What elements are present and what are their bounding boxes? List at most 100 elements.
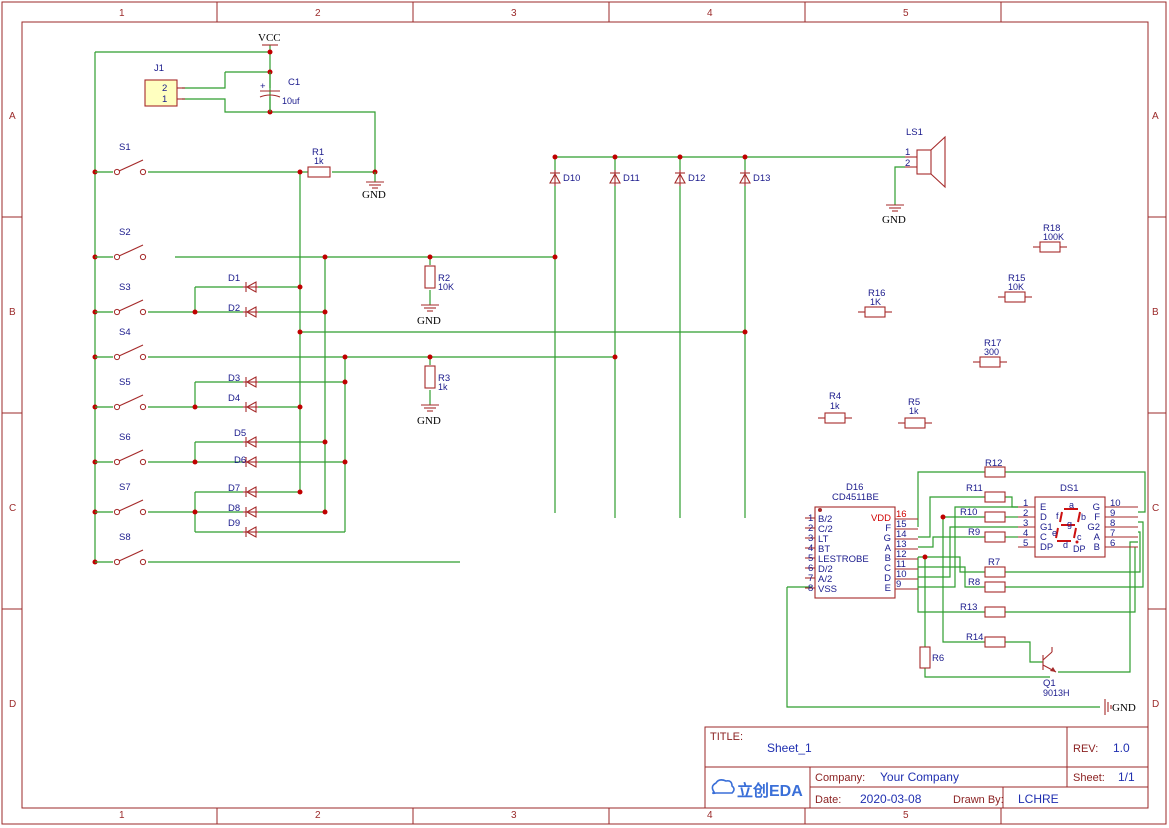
vcc-label: VCC xyxy=(258,32,281,44)
ds1-ref: DS1 xyxy=(1060,483,1078,494)
diode-d11: D11 xyxy=(609,170,640,186)
row-label: C xyxy=(1152,503,1159,514)
switch-s5: S5 xyxy=(95,377,147,411)
ds-pin-number: 2 xyxy=(1023,508,1028,519)
row-label: C xyxy=(9,503,16,514)
company-label: Company: xyxy=(815,772,865,784)
ic-pin-name: LESTROBE xyxy=(818,554,869,565)
ds-pin-name: A xyxy=(1094,532,1101,543)
ds-pin-name: B xyxy=(1094,542,1100,553)
switch-ref: S5 xyxy=(119,377,131,388)
seg-e-label: e xyxy=(1052,528,1057,538)
col-label: 4 xyxy=(707,8,713,19)
ic-pin-name: C/2 xyxy=(818,524,833,535)
diode-d13: D13 xyxy=(739,170,770,186)
ic-pin-name: G xyxy=(884,533,891,544)
resistor-r16: R16 1K xyxy=(858,288,892,318)
ic-pin-name: D xyxy=(884,573,891,584)
ds-pin-name: G xyxy=(1093,502,1100,513)
ic-pin-number: 2 xyxy=(808,523,813,534)
top-diodes: D10 D11 D12 D13 xyxy=(549,170,770,186)
ic-pin-number: 16 xyxy=(896,509,907,520)
r3-ref: R3 xyxy=(438,373,450,384)
r7-ref: R7 xyxy=(988,557,1000,568)
resistor-r17: R17 300 xyxy=(973,338,1007,368)
rev-label: REV: xyxy=(1073,743,1098,755)
d16-ref: D16 xyxy=(846,482,863,493)
r16-value: 1K xyxy=(870,297,881,307)
sheet-label: Sheet: xyxy=(1073,772,1105,784)
ds-pin-number: 8 xyxy=(1110,518,1115,529)
sheet-title: Sheet_1 xyxy=(767,741,812,755)
resistor-r3: R3 1k xyxy=(424,365,450,392)
resistor-r10: R10 xyxy=(960,507,1006,523)
ic-pin-number: 12 xyxy=(896,549,907,560)
ic-pin-number: 4 xyxy=(808,543,813,554)
diode-ref: D10 xyxy=(563,173,580,184)
diode-ref: D8 xyxy=(228,503,240,514)
col-label: 1 xyxy=(119,810,125,821)
ic-pin-name: B/2 xyxy=(818,514,832,525)
junctions xyxy=(92,49,946,565)
row-label: A xyxy=(9,111,16,122)
switch-ref: S6 xyxy=(119,432,131,443)
diode-d3: D3 xyxy=(228,373,258,388)
lceda-logo: 立创EDA xyxy=(711,779,803,800)
diode-ref: D5 xyxy=(234,428,246,439)
col-label: 5 xyxy=(903,8,909,19)
capacitor-c1: C1 10uf + xyxy=(259,72,300,112)
r6-ref: R6 xyxy=(932,653,944,664)
ic-pin-name: A/2 xyxy=(818,574,832,585)
r2-ref: R2 xyxy=(438,273,450,284)
ls1-pin2: 2 xyxy=(905,158,910,169)
row-label: A xyxy=(1152,111,1159,122)
seg-g-label: g xyxy=(1067,519,1072,529)
ls1-pin1: 1 xyxy=(905,147,910,158)
r3-value: 1k xyxy=(438,382,448,392)
diode-d8: D8 xyxy=(228,503,258,518)
r18-value: 100K xyxy=(1043,232,1064,242)
ic-pin-name: VSS xyxy=(818,584,837,595)
resistor-r8: R8 xyxy=(968,577,1006,593)
ds-pin-number: 9 xyxy=(1110,508,1115,519)
seg-dp-label: DP xyxy=(1073,544,1086,554)
r11-ref: R11 xyxy=(966,483,983,494)
logo-text: 立创EDA xyxy=(737,781,803,800)
transistor-q1: Q1 9013H xyxy=(1042,647,1070,698)
ic-pin-name: B xyxy=(885,553,891,564)
diode-ref: D11 xyxy=(623,173,640,184)
ds-pin-number: 6 xyxy=(1110,538,1115,549)
gnd-label: GND xyxy=(417,315,441,327)
ls1-ref: LS1 xyxy=(906,127,923,138)
r5-value: 1k xyxy=(909,406,919,416)
switch-s6: S6 xyxy=(95,432,147,466)
diode-d12: D12 xyxy=(674,170,705,186)
switch-s8: S8 xyxy=(95,532,147,566)
diode-ref: D9 xyxy=(228,518,240,529)
r1-value: 1k xyxy=(314,156,324,166)
diode-d7: D7 xyxy=(228,483,258,498)
ds-pin-number: 4 xyxy=(1023,528,1028,539)
gnd-label: GND xyxy=(1112,702,1136,714)
ic-pin-number: 1 xyxy=(808,513,813,524)
col-label: 2 xyxy=(315,810,321,821)
r17-ref: R17 xyxy=(984,338,1001,349)
title-block: TITLE: Sheet_1 REV: 1.0 Company: Your Co… xyxy=(704,726,1149,809)
r16-ref: R16 xyxy=(868,288,885,299)
ic-pin-name: VDD xyxy=(871,513,891,524)
resistor-r7: R7 xyxy=(984,557,1006,578)
resistor-r18: R18 100K xyxy=(1033,223,1067,253)
ic-pin-number: 5 xyxy=(808,553,813,564)
diode-d1: D1 xyxy=(228,273,258,293)
switch-s4: S4 xyxy=(95,327,147,361)
seg-a-label: a xyxy=(1069,500,1074,510)
r4-value: 1k xyxy=(830,401,840,411)
col-label: 3 xyxy=(511,810,517,821)
date-value: 2020-03-08 xyxy=(860,792,922,806)
r14-ref: R14 xyxy=(966,632,983,643)
